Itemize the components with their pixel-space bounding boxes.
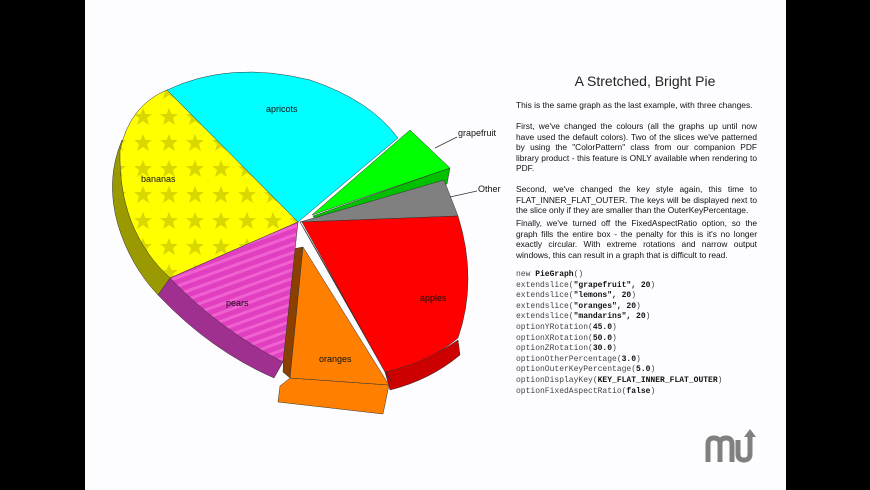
- oranges-side: [277, 377, 390, 415]
- pie-chart: apricots grapefruit Other apples oranges…: [105, 68, 505, 418]
- slice-oranges: [289, 246, 390, 386]
- paragraph-colours: First, we've changed the colours (all th…: [516, 121, 757, 173]
- code-call: extendslice(: [516, 312, 574, 322]
- code-close: ): [645, 312, 651, 322]
- page-title: A Stretched, Bright Pie: [574, 73, 716, 89]
- code-close: ): [612, 344, 617, 354]
- code-sample: new PieGraph()extendslice("grapefruit", …: [516, 270, 722, 397]
- code-close: (): [573, 270, 584, 279]
- code-close: ): [717, 375, 723, 385]
- code-line: optionOuterKeyPercentage(5.0): [516, 365, 722, 376]
- paragraph-aspect-ratio: Finally, we've turned off the FixedAspec…: [516, 218, 757, 260]
- grapefruit-leader: [434, 136, 458, 149]
- paragraph-intro: This is the same graph as the last examp…: [516, 100, 753, 110]
- code-line: optionYRotation(45.0): [516, 323, 722, 334]
- code-argument: 5.0: [636, 365, 651, 375]
- code-argument: "lemons", 20: [573, 291, 632, 301]
- code-close: ): [650, 386, 656, 396]
- code-call: extendslice(: [516, 291, 574, 301]
- code-argument: "grapefruit", 20: [573, 280, 651, 290]
- pie-graphic: [112, 71, 478, 415]
- code-close: ): [650, 280, 656, 290]
- label-bananas: bananas: [141, 174, 176, 184]
- code-line: optionZRotation(30.0): [516, 344, 722, 355]
- paragraph-key-style: Second, we've changed the key style agai…: [516, 184, 757, 215]
- label-other: Other: [478, 184, 501, 194]
- code-argument: "oranges", 20: [573, 301, 637, 311]
- code-line: extendslice("grapefruit", 20): [516, 281, 722, 292]
- code-call: optionOuterKeyPercentage(: [516, 365, 637, 375]
- code-line: optionXRotation(50.0): [516, 334, 722, 345]
- slice-apricots: [166, 71, 399, 223]
- slice-pears: [169, 221, 299, 363]
- code-call: new: [516, 270, 536, 279]
- label-oranges: oranges: [319, 354, 352, 364]
- code-close: ): [612, 322, 617, 332]
- code-call: optionXRotation(: [516, 333, 593, 343]
- code-close: ): [650, 365, 656, 375]
- code-call: extendslice(: [516, 301, 574, 311]
- code-close: ): [636, 301, 641, 311]
- code-argument: 50.0: [592, 333, 613, 343]
- slice-bananas: [119, 89, 299, 279]
- mu-logo: [704, 428, 760, 469]
- code-call: optionDisplayKey(: [516, 375, 598, 385]
- code-argument: 3.0: [621, 354, 637, 364]
- code-close: ): [612, 333, 617, 343]
- code-line: optionFixedAspectRatio(false): [516, 387, 722, 398]
- code-line: extendslice("oranges", 20): [516, 302, 722, 313]
- label-apples: apples: [420, 293, 447, 303]
- label-apricots: apricots: [266, 104, 298, 114]
- code-argument: "mandarins", 20: [573, 312, 646, 322]
- code-call: optionZRotation(: [516, 344, 593, 354]
- code-line: new PieGraph(): [516, 270, 722, 281]
- label-pears: pears: [226, 298, 249, 308]
- code-call: extendslice(: [516, 280, 574, 290]
- code-line: extendslice("lemons", 20): [516, 291, 722, 302]
- slice-grapefruit: [311, 129, 451, 216]
- label-grapefruit: grapefruit: [458, 128, 497, 138]
- code-line: extendslice("mandarins", 20): [516, 312, 722, 323]
- code-call: optionOtherPercentage(: [516, 354, 622, 364]
- slice-apples: [301, 215, 469, 373]
- other-leader: [449, 190, 478, 198]
- pears-side: [157, 277, 284, 379]
- code-line: optionDisplayKey(KEY_FLAT_INNER_FLAT_OUT…: [516, 376, 722, 387]
- code-argument: PieGraph: [535, 270, 574, 279]
- code-argument: false: [626, 386, 651, 396]
- code-close: ): [631, 291, 637, 301]
- code-line: optionOtherPercentage(3.0): [516, 355, 722, 366]
- code-close: ): [636, 354, 641, 364]
- code-argument: 45.0: [592, 322, 613, 332]
- code-call: optionYRotation(: [516, 322, 593, 332]
- code-argument: KEY_FLAT_INNER_FLAT_OUTER: [597, 375, 718, 385]
- code-argument: 30.0: [592, 344, 613, 354]
- code-call: optionFixedAspectRatio(: [516, 386, 627, 396]
